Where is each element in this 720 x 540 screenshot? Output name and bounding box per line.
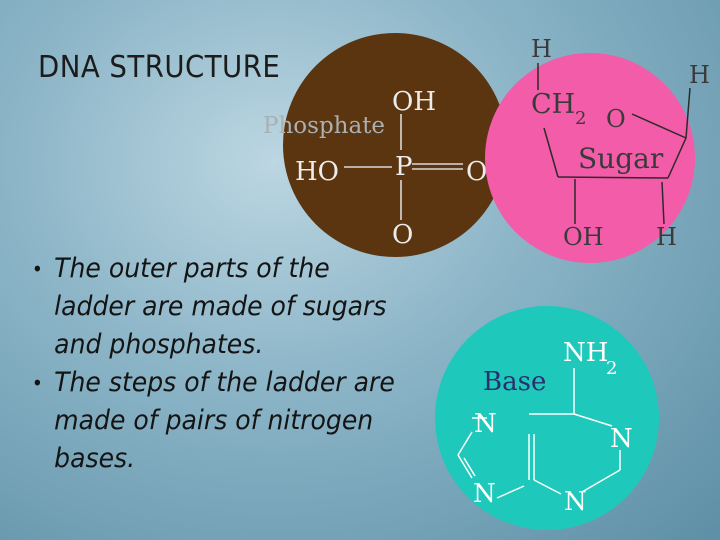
- phosphate-ho: HO: [295, 157, 339, 187]
- bullet-item: • The steps of the ladder are made of pai…: [30, 364, 402, 478]
- ring-right: [667, 137, 687, 179]
- ring5-bottom: [496, 485, 525, 499]
- bullet-text: The steps of the ladder are made of pair…: [54, 367, 395, 474]
- ring-bottom-right: [581, 469, 621, 493]
- slide-title: DNA STRUCTURE: [38, 50, 281, 85]
- sugar-o-ring: O: [606, 105, 626, 133]
- base-nh: NH: [563, 338, 608, 368]
- base-n-bottom-left: N: [473, 479, 496, 509]
- ring-left: [543, 127, 559, 178]
- base-group: Base NH 2 N N N N: [435, 306, 659, 530]
- sugar-ch: CH: [531, 89, 575, 120]
- bond-h-right: [685, 87, 691, 139]
- ring-o-right: [631, 113, 687, 139]
- phosphate-circle: [283, 33, 507, 257]
- sugar-h-bottom: H: [656, 223, 677, 251]
- sugar-text: H CH 2 O H Sugar OH H: [531, 35, 710, 251]
- phosphate-o-bottom: O: [392, 220, 413, 250]
- phosphate-p: P: [395, 152, 413, 182]
- bullet-list: • The outer parts of the ladder are made …: [30, 250, 430, 478]
- ring5-lower: [457, 454, 473, 479]
- base-n-top-left: N: [474, 409, 497, 439]
- sugar-bonds: [537, 63, 691, 225]
- phosphate-oh: OH: [392, 87, 436, 117]
- ring-bottom-left: [533, 479, 562, 495]
- base-nh-subscript: 2: [606, 358, 617, 379]
- sugar-label: Sugar: [578, 142, 664, 175]
- phosphate-bonds: [344, 114, 463, 220]
- phosphate-label: Phosphate: [263, 113, 385, 139]
- sugar-circle: [485, 53, 695, 263]
- bullet-item: • The outer parts of the ladder are made …: [30, 250, 402, 364]
- sugar-h-top: H: [531, 35, 552, 63]
- bullet-dot-icon: •: [31, 371, 43, 395]
- ring5-upper: [457, 431, 473, 456]
- ring-bottom: [557, 176, 669, 179]
- sugar-oh-bottom: OH: [563, 223, 604, 251]
- phosphate-group: Phosphate OH HO P O O: [263, 33, 507, 257]
- base-circle: [435, 306, 659, 530]
- sugar-h-right: H: [689, 61, 710, 89]
- sugar-group: H CH 2 O H Sugar OH H: [485, 35, 710, 263]
- ring5-lower-double: [463, 457, 476, 477]
- bond-h-bottom: [661, 181, 665, 225]
- base-n-bottom: N: [564, 487, 587, 517]
- base-n-right: N: [610, 424, 633, 454]
- ring-top-right: [573, 413, 613, 427]
- phosphate-o-right: O: [466, 157, 487, 187]
- base-label: Base: [483, 367, 546, 397]
- base-bonds: [457, 368, 621, 499]
- base-atoms: NH 2 N N N N: [473, 338, 633, 517]
- base-text: Base: [483, 367, 546, 397]
- sugar-ch-subscript: 2: [575, 108, 586, 129]
- bullet-dot-icon: •: [31, 257, 43, 281]
- bullet-text: The outer parts of the ladder are made o…: [54, 253, 387, 360]
